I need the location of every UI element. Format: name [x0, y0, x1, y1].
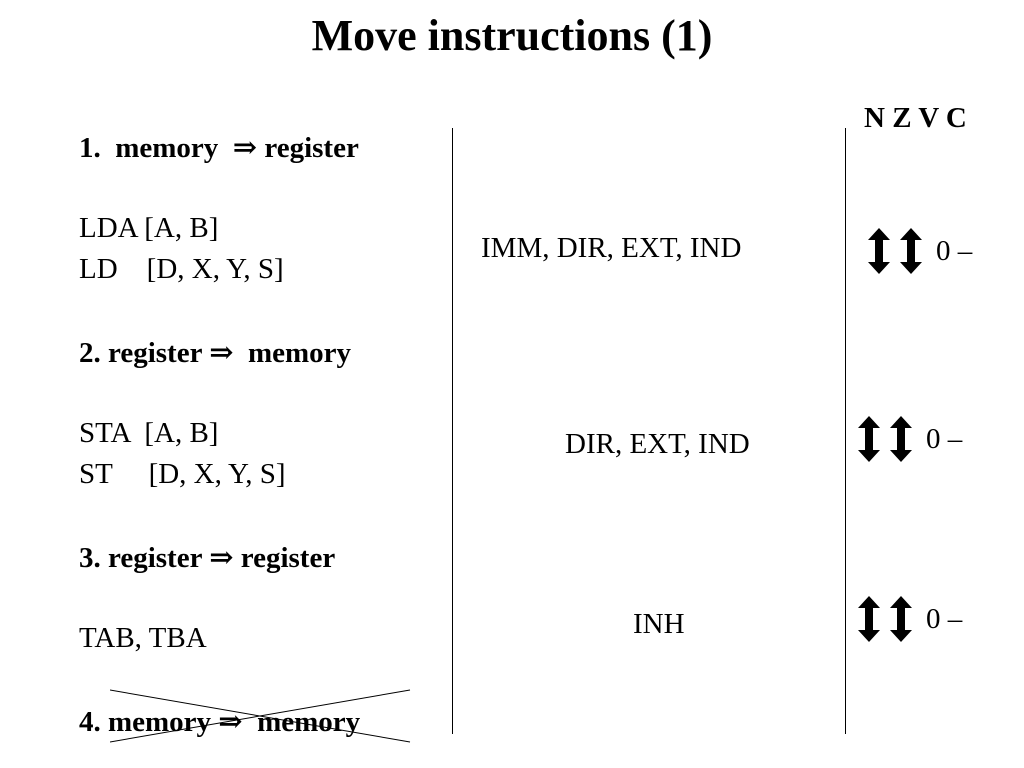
section-1-instruction-1: LDA [A, B]	[79, 212, 219, 244]
section-3-instruction-1: TAB, TBA	[79, 622, 207, 654]
flags-header: N Z V C	[864, 102, 967, 134]
page-title: Move instructions (1)	[311, 11, 713, 60]
up-down-arrow-icon	[858, 416, 880, 462]
up-down-arrow-icon	[890, 416, 912, 462]
section-1-heading: 1. memory ⇒ register	[79, 132, 359, 164]
section-2-heading: 2. register ⇒ memory	[79, 337, 352, 369]
section-2-instruction-1: STA [A, B]	[79, 417, 219, 449]
up-down-arrow-icon	[900, 228, 922, 274]
up-down-arrow-icon	[890, 596, 912, 642]
section-1-instruction-2: LD [D, X, Y, S]	[79, 253, 284, 285]
section-3-flags-tail: 0 –	[926, 602, 963, 635]
section-3-flags: 0 –	[858, 596, 962, 642]
divider-left	[452, 128, 453, 734]
up-down-arrow-icon	[858, 596, 880, 642]
section-2-flags: 0 –	[858, 416, 962, 462]
section-1-flags-tail: 0 –	[936, 234, 973, 267]
section-2-addressing-modes: DIR, EXT, IND	[565, 428, 750, 460]
section-2-instruction-2: ST [D, X, Y, S]	[79, 458, 286, 490]
up-down-arrow-icon	[868, 228, 890, 274]
section-3-addressing-modes: INH	[633, 608, 685, 640]
section-1-addressing-modes: IMM, DIR, EXT, IND	[481, 232, 742, 264]
divider-right	[845, 128, 846, 734]
cross-out-mark	[110, 689, 411, 743]
section-4-heading: 4. memory ⇒ memory	[79, 706, 361, 738]
section-3-heading: 3. register ⇒ register	[79, 542, 336, 574]
section-1-flags: 0 –	[868, 228, 972, 274]
section-2-flags-tail: 0 –	[926, 422, 963, 455]
